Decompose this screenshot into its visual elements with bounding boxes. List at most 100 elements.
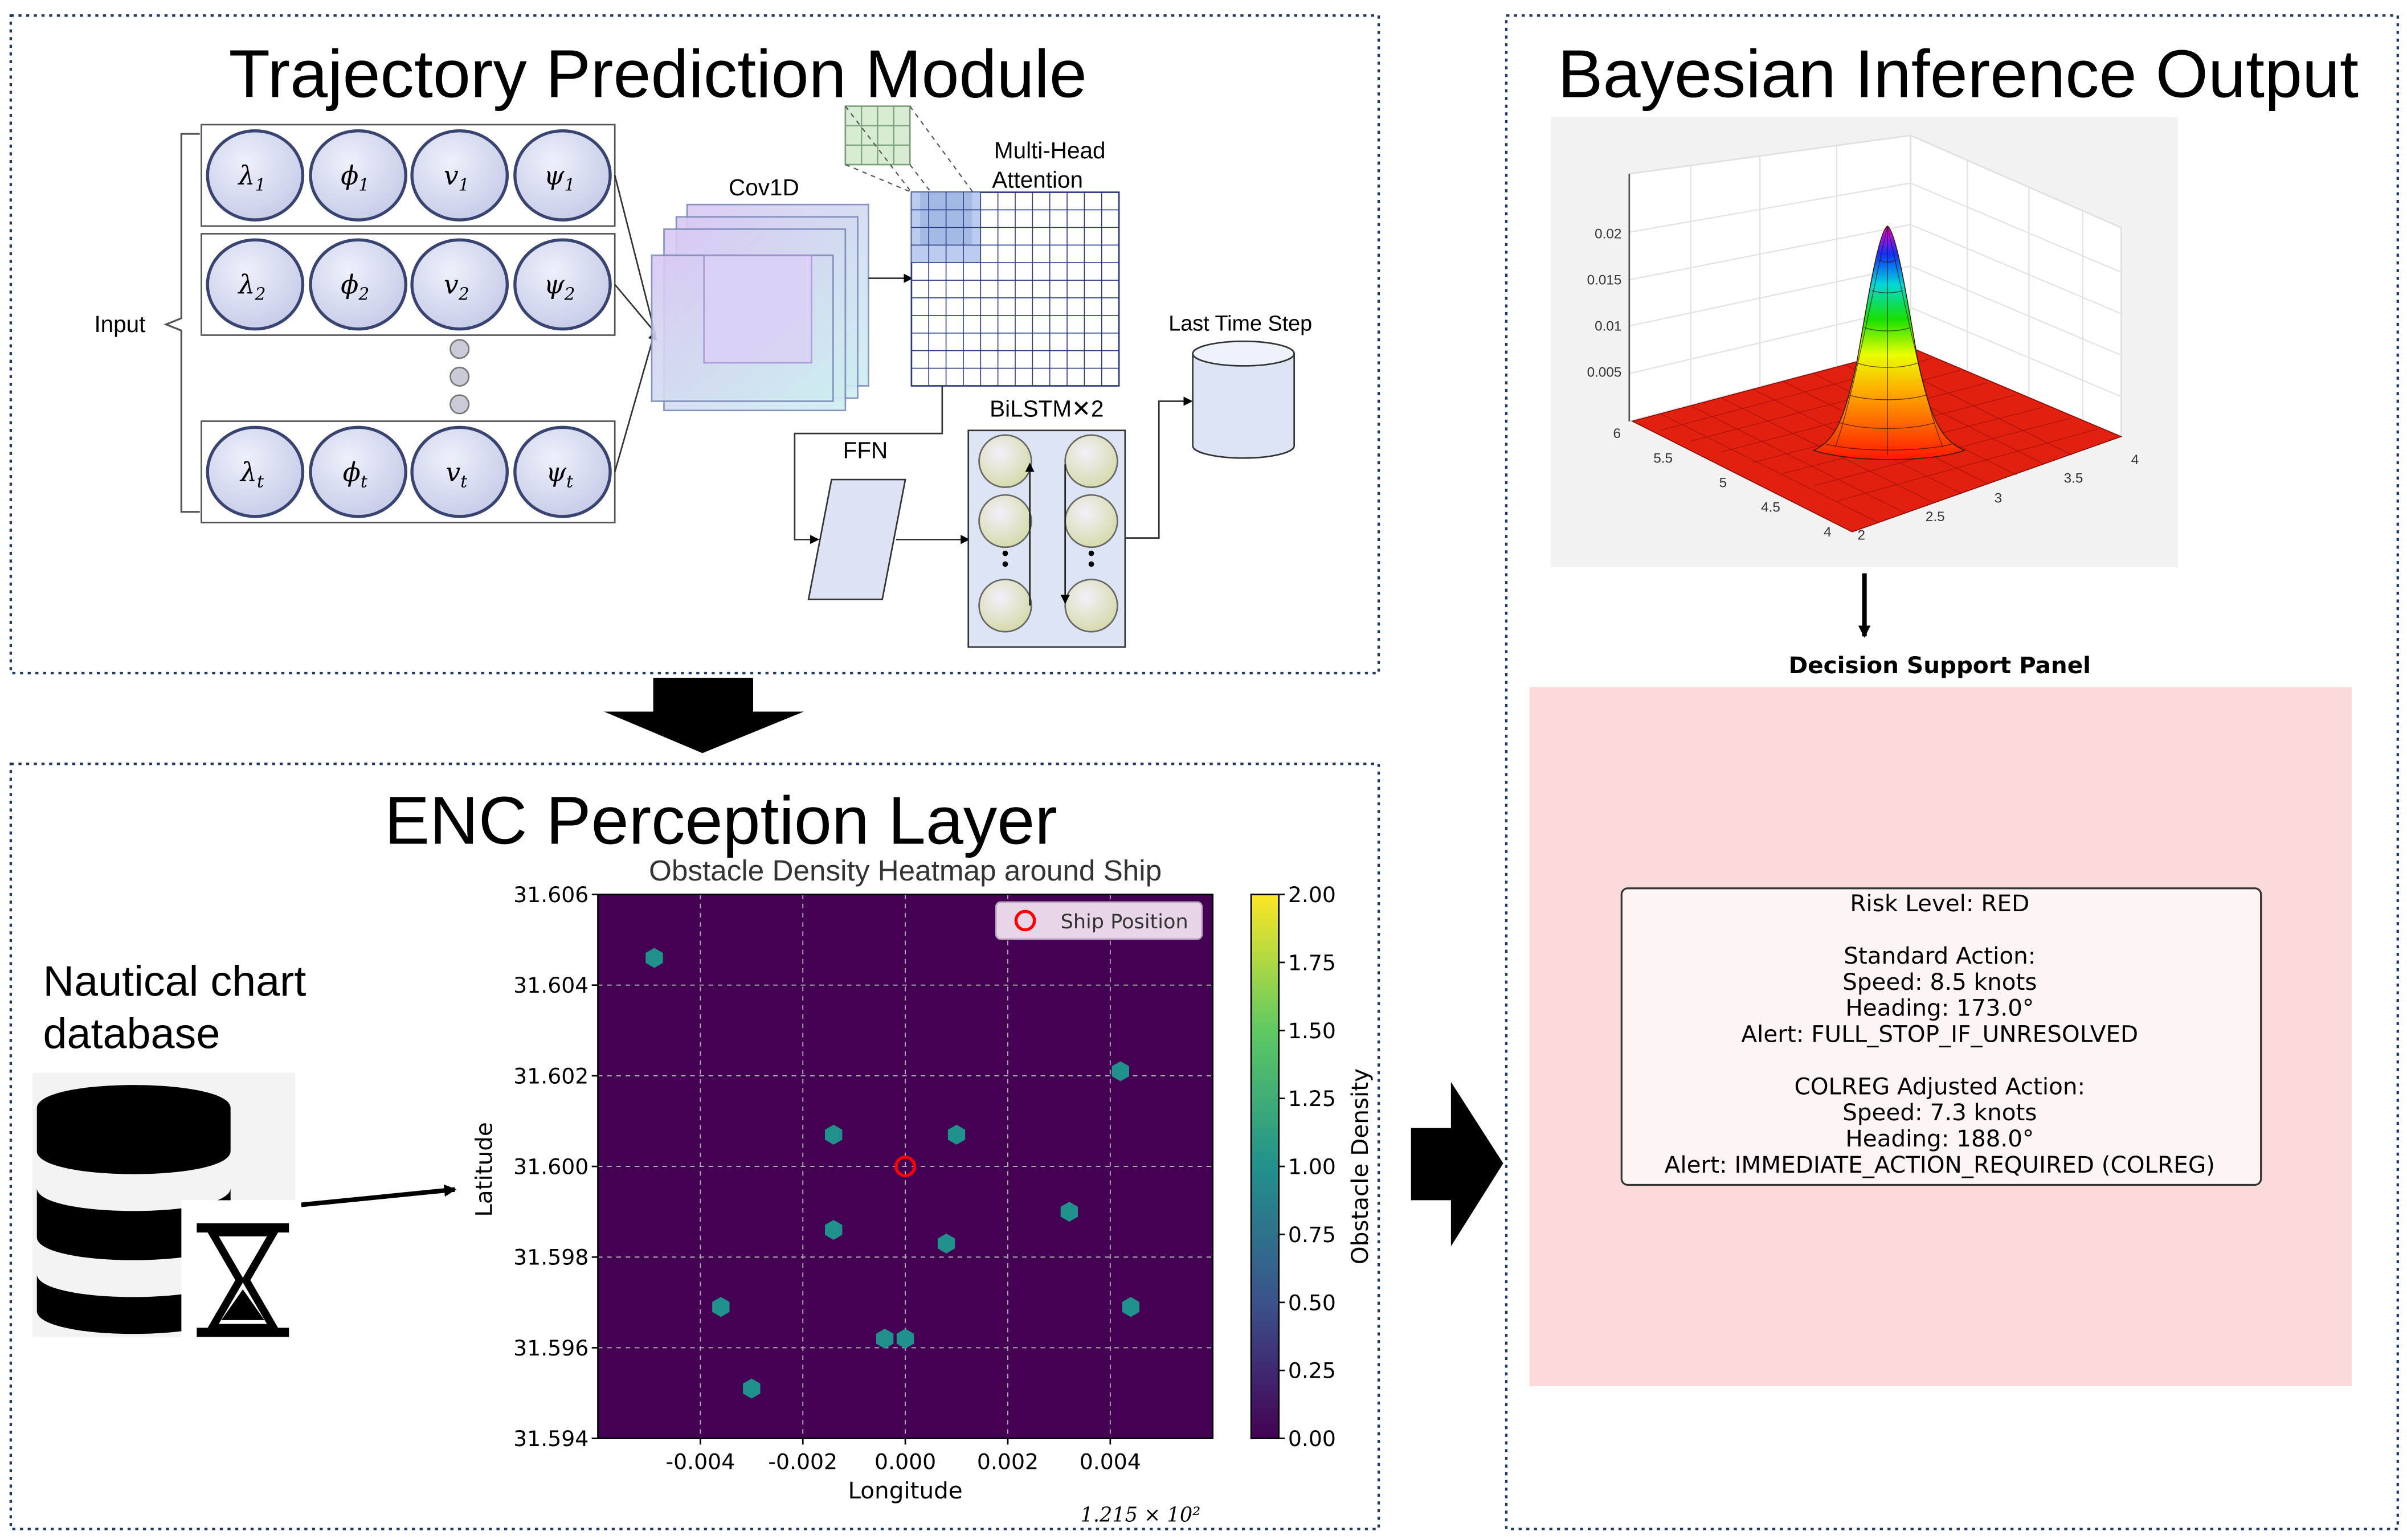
colorbar-tick-label: 0.50: [1288, 1290, 1336, 1315]
input-feature-cell: [410, 129, 509, 222]
ffn-block: [807, 478, 906, 600]
input-feature-cell: [206, 238, 305, 331]
decision-line: Speed: 7.3 knots: [1842, 1099, 2037, 1126]
ship-position-marker: [894, 1156, 916, 1177]
y-tick-label: 31.598: [513, 1245, 589, 1270]
database-label-line1: Nautical chart: [43, 958, 307, 1006]
input-feature-symbol: ψ1: [544, 160, 575, 195]
decision-line: Standard Action:: [1844, 942, 2036, 969]
mha-label-line2: Attention: [992, 166, 1083, 192]
x-axis-tick-label: 4: [2131, 452, 2139, 468]
cov1d-block: [651, 203, 869, 412]
right-axis-tick-labels: 22.533.54: [1857, 452, 2139, 543]
colorbar: [1250, 894, 1280, 1439]
query-matrix: [844, 105, 911, 166]
y-tick-labels: 31.59431.59631.59831.60031.60231.60431.6…: [513, 882, 598, 1451]
database-label-line2: database: [43, 1010, 220, 1058]
obstacle-hexbin: [937, 1233, 955, 1254]
input-connectors: [614, 175, 657, 472]
y-tick-label: 31.594: [513, 1426, 589, 1451]
ffn-label: FFN: [843, 437, 888, 463]
input-feature-symbol: λ2: [237, 269, 265, 304]
decision-line: Heading: 173.0°: [1845, 994, 2034, 1022]
mha-label-line1: Multi-Head: [994, 137, 1106, 163]
colorbar-tick-label: 1.75: [1288, 950, 1336, 975]
decision-line: Speed: 8.5 knots: [1842, 968, 2037, 996]
right-arrow-icon: [1411, 1082, 1503, 1247]
x-axis-tick-label: 2: [1857, 527, 1865, 543]
attention-to-ffn-line: [794, 386, 943, 544]
z-tick-label: 0.01: [1595, 318, 1621, 334]
y-axis-tick-label: 5: [1719, 476, 1727, 491]
input-feature-cell: [206, 425, 305, 518]
obstacle-hexbin: [1122, 1297, 1139, 1317]
colorbar-tick-label: 1.00: [1288, 1154, 1336, 1179]
input-feature-symbol: λ1: [237, 160, 265, 195]
y-tick-label: 31.602: [513, 1063, 589, 1088]
decision-line: COLREG Adjusted Action:: [1794, 1072, 2085, 1100]
x-axis-label: Longitude: [848, 1477, 962, 1504]
input-feature-symbol: vt: [446, 457, 467, 492]
input-feature-cell: [309, 425, 407, 518]
decision-line: Risk Level: RED: [1850, 890, 2029, 917]
input-feature-cell: [513, 425, 612, 518]
decision-line: Alert: FULL_STOP_IF_UNRESOLVED: [1741, 1021, 2138, 1048]
chart-legend: Ship Position: [995, 901, 1203, 940]
colorbar-tick-label: 1.50: [1288, 1018, 1336, 1043]
z-tick-label: 0.02: [1595, 227, 1621, 242]
obstacles: [645, 948, 1139, 1399]
colorbar-ticks: 0.000.250.500.751.001.251.501.752.00: [1278, 882, 1336, 1451]
z-tick-label: 0.005: [1587, 364, 1622, 380]
input-feature-symbol: ψt: [546, 457, 573, 492]
input-feature-cell: [309, 129, 407, 222]
input-feature-symbol: λt: [239, 457, 264, 492]
input-feature-symbol: v1: [444, 160, 469, 195]
y-axis-tick-label: 4.5: [1761, 500, 1780, 515]
input-feature-symbol: v2: [444, 269, 469, 304]
bayesian-title: Bayesian Inference Output: [1558, 36, 2359, 112]
database-hourglass-icon: [32, 1072, 305, 1346]
obstacle-hexbin: [743, 1378, 761, 1399]
x-axis-tick-label: 3: [1995, 491, 2002, 506]
y-axis-label: Latitude: [470, 1122, 497, 1217]
input-feature-cell: [309, 238, 407, 331]
obstacle-hexbin: [876, 1328, 894, 1349]
decision-line: Heading: 188.0°: [1845, 1125, 2034, 1152]
input-feature-cell: [513, 238, 612, 331]
obstacle-hexbin: [645, 948, 663, 968]
x-offset-label: 1.215 × 10²: [1081, 1503, 1201, 1526]
decision-textbox: [1620, 887, 2262, 1186]
x-tick-label: -0.004: [665, 1449, 735, 1475]
input-feature-cell: [410, 238, 509, 331]
left-axis-tick-labels: 6 5.5 5 4.5 4: [1613, 426, 1832, 540]
bilstm-to-output-arrow: [1125, 396, 1193, 539]
colorbar-tick-label: 1.25: [1288, 1086, 1336, 1111]
y-axis-tick-label: 5.5: [1653, 450, 1673, 466]
down-arrow-icon: [604, 678, 804, 753]
input-feature-cell: [410, 425, 509, 518]
legend-label: Ship Position: [1061, 910, 1188, 933]
input-label: Input: [94, 311, 145, 337]
input-feature-symbol: ϕ2: [341, 269, 369, 304]
x-tick-label: -0.002: [768, 1449, 837, 1475]
colorbar-tick-label: 0.00: [1288, 1426, 1336, 1451]
x-tick-label: 0.004: [1080, 1449, 1141, 1475]
colorbar-tick-label: 0.25: [1288, 1358, 1336, 1383]
y-axis-tick-label: 6: [1613, 426, 1621, 441]
obstacle-hexbin: [896, 1328, 914, 1349]
ellipsis-dots: [449, 339, 470, 415]
colorbar-tick-label: 2.00: [1288, 882, 1336, 907]
enc-title: ENC Perception Layer: [385, 784, 1057, 859]
input-feature-symbol: ψ2: [544, 269, 575, 304]
colorbar-label: Obstacle Density: [1346, 1068, 1374, 1264]
obstacle-hexbin: [824, 1124, 843, 1145]
y-axis-tick-label: 4: [1824, 525, 1832, 540]
y-tick-label: 31.604: [513, 973, 589, 998]
decision-line: Alert: IMMEDIATE_ACTION_REQUIRED (COLREG…: [1665, 1151, 2215, 1178]
input-feature-symbol: ϕ1: [341, 160, 369, 195]
legend-ship-marker: [1014, 910, 1036, 932]
